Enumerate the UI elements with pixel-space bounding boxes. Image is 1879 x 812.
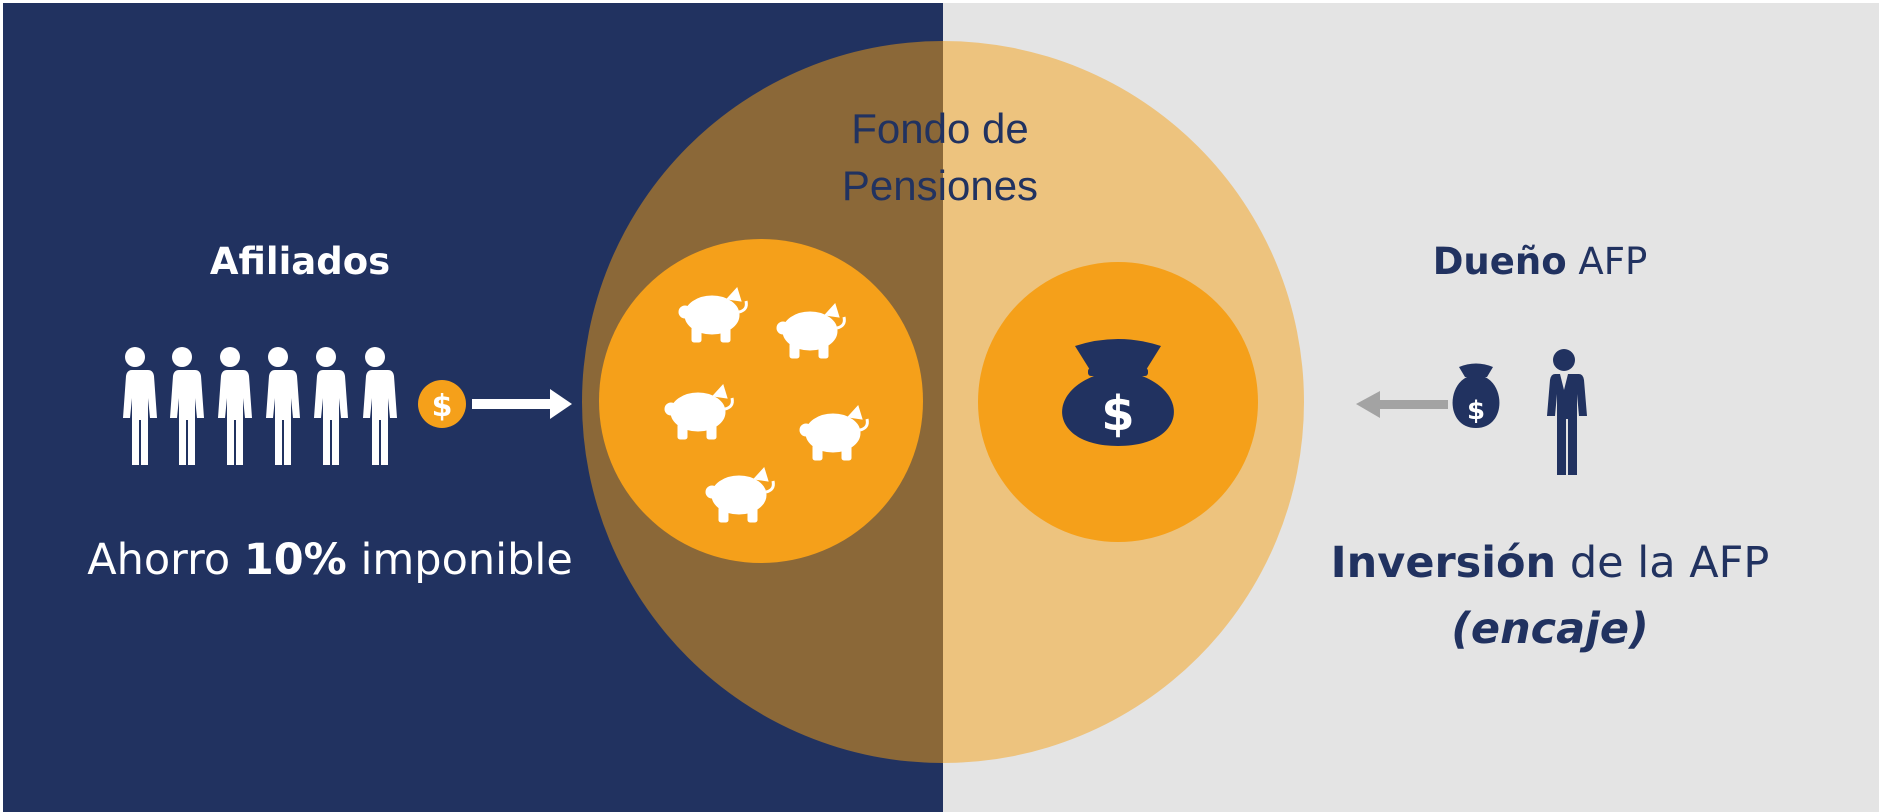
- investment-rest: de la AFP: [1569, 538, 1770, 588]
- small-money-bag-icon: $: [1452, 363, 1500, 428]
- pension-fund-line2: Pensiones: [841, 162, 1039, 209]
- person-icon: [169, 347, 204, 465]
- person-icon: [265, 347, 300, 465]
- savings-suffix: imponible: [360, 535, 573, 585]
- investment-bold: Inversión: [1330, 538, 1557, 588]
- affiliates-title: Afiliados: [209, 240, 391, 283]
- pension-fund-label: Fondo de Pensiones: [790, 100, 1090, 214]
- arrow-right-icon: [472, 389, 572, 419]
- affiliates-people: [122, 347, 397, 465]
- coin-symbol: $: [432, 389, 453, 424]
- afp-investment-caption: Inversión de la AFP (encaje): [1280, 530, 1820, 662]
- small-money-bag-symbol: $: [1467, 396, 1485, 426]
- person-icon: [122, 347, 157, 465]
- money-bag-symbol: $: [1101, 386, 1134, 442]
- pension-fund-line1: Fondo de: [851, 105, 1029, 152]
- person-icon: [313, 347, 348, 465]
- owner-rest: AFP: [1578, 240, 1648, 283]
- owner-bold: Dueño: [1432, 240, 1567, 283]
- coin-icon: $: [418, 380, 466, 428]
- afp-owner-title: Dueño AFP: [1340, 240, 1740, 283]
- investment-note: (encaje): [1451, 604, 1649, 654]
- savings-caption: Ahorro 10% imponible: [60, 535, 600, 585]
- arrow-left-icon: [1356, 391, 1448, 418]
- affiliate-savings-circle: [599, 239, 923, 563]
- savings-prefix: Ahorro: [87, 535, 231, 585]
- person-icon: [362, 347, 397, 465]
- person-icon: [217, 347, 252, 465]
- money-bag-icon: $: [1062, 339, 1174, 446]
- savings-percent: 10%: [243, 535, 347, 585]
- businessman-icon: [1547, 349, 1587, 475]
